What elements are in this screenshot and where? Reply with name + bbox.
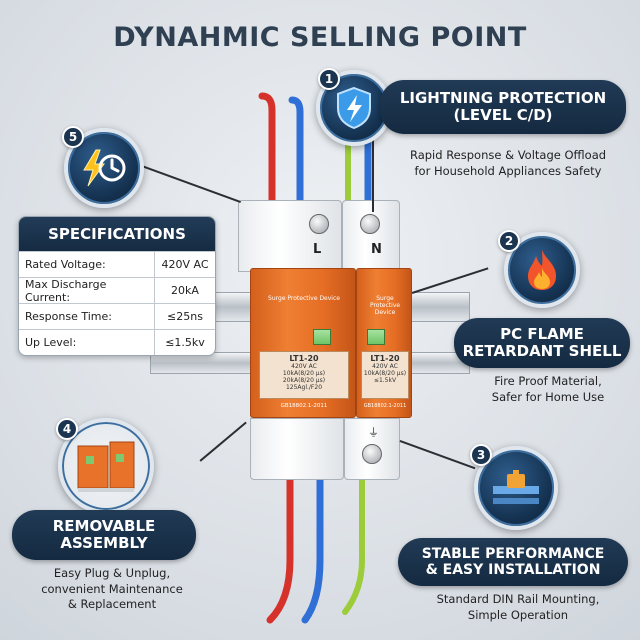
feature-4-heading: REMOVABLE ASSEMBLY (12, 510, 196, 560)
terminal-label-n: N (371, 242, 382, 257)
spec-line: 420V AC (291, 363, 317, 370)
table-row: Response Time: ≤25ns (19, 303, 215, 329)
ground-symbol-icon: ⏚ (368, 426, 379, 439)
feature-3-badge: 3 (470, 444, 492, 466)
lightning-shield-icon (337, 86, 371, 130)
feature-1-heading: LIGHTNING PROTECTION (LEVEL C/D) (380, 80, 626, 134)
din-rail-icon (493, 470, 539, 504)
wire-red-bottom (266, 466, 294, 624)
feature-1-heading-line-2: (LEVEL C/D) (453, 106, 553, 124)
spec-key: Max Discharge Current: (19, 278, 155, 304)
module-name-right: Surge Protective Device (369, 295, 401, 316)
table-row: Max Discharge Current: 20kA (19, 277, 215, 304)
feature-2-description: Fire Proof Material, Safer for Home Use (466, 374, 630, 405)
spec-line: 420V AC (372, 363, 398, 370)
feature-4-description: Easy Plug & Unplug, convenient Maintenan… (12, 566, 212, 613)
feature-3-desc-line-2: Simple Operation (467, 607, 569, 622)
spec-value: ≤1.5kv (165, 336, 205, 349)
wire-blue-bottom (301, 466, 324, 624)
feature-1-badge: 1 (318, 68, 340, 90)
feature-2-heading-line-2: RETARDANT SHELL (462, 342, 622, 360)
spec-line: ≤1.5kV (373, 377, 397, 384)
feature-3-icon-circle (474, 446, 558, 530)
feature-2-icon-circle (504, 232, 580, 308)
feature-3-heading-line-1: STABLE PERFORMANCE (421, 545, 605, 562)
spec-key: Rated Voltage: (19, 252, 155, 277)
orange-module-right: Surge Protective Device LT1-20 420V AC 1… (356, 268, 412, 418)
specifications-table: SPECIFICATIONS Rated Voltage: 420V AC Ma… (18, 216, 216, 356)
spec-value: ≤25ns (167, 310, 203, 323)
table-row: Rated Voltage: 420V AC (19, 251, 215, 277)
spec-value: 420V AC (161, 258, 209, 271)
terminal-screw-left (309, 214, 329, 234)
feature-4-badge: 4 (56, 418, 78, 440)
feature-1-heading-line-1: LIGHTNING PROTECTION (399, 88, 607, 107)
feature-3-heading-line-2: & EASY INSTALLATION (425, 562, 601, 578)
feature-1-desc-line-1: Rapid Response & Voltage Offload (409, 148, 607, 162)
status-window-right (367, 329, 385, 345)
wire-red-top (258, 92, 276, 209)
spec-value: 20kA (171, 284, 199, 297)
standard-label-left: GB18802.1-2011 (280, 403, 328, 409)
feature-4-heading-line-1: REMOVABLE (52, 516, 156, 535)
model-label-left: LT1-20 (289, 354, 319, 363)
fast-response-icon (83, 149, 126, 187)
feature-1-desc-line-2: for Household Appliances Safety (414, 163, 602, 178)
model-label-right: LT1-20 (370, 354, 400, 363)
housing-top-right (342, 200, 400, 272)
feature-2-desc-line-1: Fire Proof Material, (494, 374, 602, 388)
feature-4-heading-line-2: ASSEMBLY (60, 534, 148, 552)
removable-module-icon (77, 441, 135, 492)
leader-line-1 (372, 130, 374, 212)
standard-label-right: GB18802.1-2011 (363, 403, 407, 409)
page-title: DYNAHMIC SELLING POINT (113, 22, 527, 53)
wire-green-bottom (342, 467, 365, 615)
wire-blue-top (288, 96, 304, 209)
feature-4-desc-line-2: convenient Maintenance (41, 581, 183, 596)
spec-key: Up Level: (19, 330, 155, 355)
specifications-heading: SPECIFICATIONS (19, 217, 215, 251)
feature-2-badge: 2 (498, 230, 520, 252)
module-name-left: Surge Protective Device (268, 295, 340, 302)
feature-2-heading-line-1: PC FLAME (500, 324, 584, 343)
terminal-screw-right (360, 214, 380, 234)
feature-2-desc-line-2: Safer for Home Use (491, 389, 605, 404)
terminal-label-l: L (313, 242, 322, 257)
spec-label-left: LT1-20 420V AC 10kA(8/20 μs) 20kA(8/20 μ… (259, 351, 349, 399)
feature-3-desc-line-1: Standard DIN Rail Mounting, (436, 592, 600, 606)
feature-1-description: Rapid Response & Voltage Offload for Hou… (390, 148, 626, 179)
feature-3-description: Standard DIN Rail Mounting, Simple Opera… (408, 592, 628, 623)
orange-module-left: Surge Protective Device LT1-20 420V AC 1… (250, 268, 356, 418)
feature-2-heading: PC FLAME RETARDANT SHELL (454, 318, 630, 368)
feature-4-desc-line-1: Easy Plug & Unplug, (53, 566, 171, 580)
spec-line: 125Agl./F20 (285, 384, 323, 391)
table-row: Up Level: ≤1.5kv (19, 329, 215, 355)
spec-line: 10kA(8/20 μs) (282, 370, 326, 377)
housing-bottom-left (250, 418, 344, 480)
spec-line: 10kA(8/20 μs) (363, 370, 407, 377)
terminal-screw-bottom (362, 444, 382, 464)
spec-key: Response Time: (19, 304, 155, 329)
feature-3-heading: STABLE PERFORMANCE & EASY INSTALLATION (398, 538, 628, 586)
status-window-left (313, 329, 331, 345)
spec-line: 20kA(8/20 μs) (282, 377, 326, 384)
housing-top-left (238, 200, 342, 272)
feature-5-badge: 5 (62, 126, 84, 148)
feature-4-desc-line-3: & Replacement (67, 597, 157, 612)
flame-icon (528, 250, 556, 290)
spec-label-right: LT1-20 420V AC 10kA(8/20 μs) ≤1.5kV (361, 351, 409, 399)
